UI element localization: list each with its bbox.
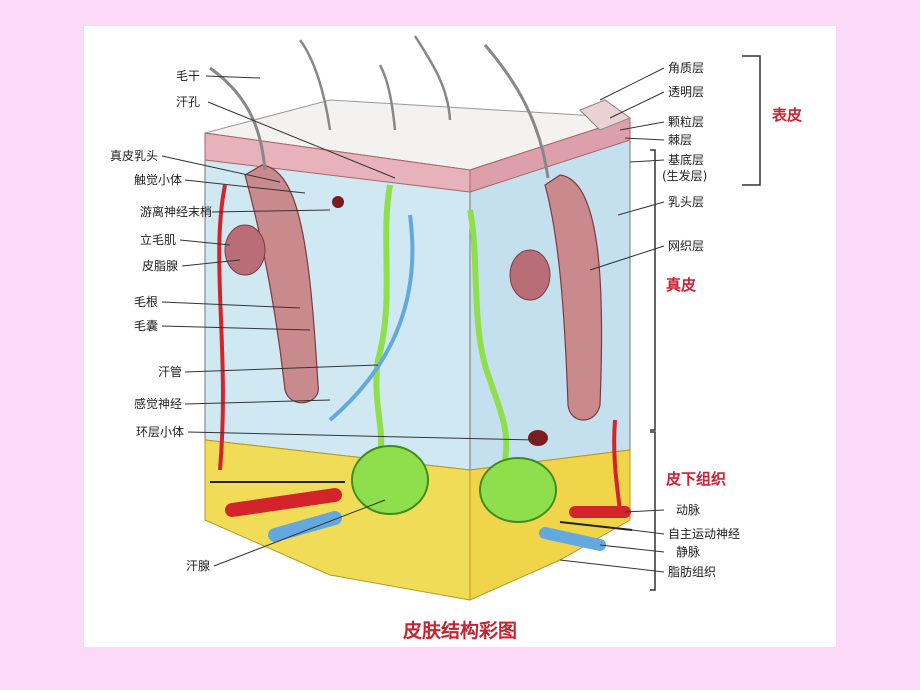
hair-shaft-1 [209,66,267,171]
group-label-dermis: 真皮 [666,276,696,294]
sweat-duct-left [373,184,393,456]
label-adipose-tissue: 脂肪组织 [668,564,716,579]
pacinian-corpuscle [528,430,548,446]
label-meissner-corpuscle: 触觉小体 [134,173,182,187]
label-stratum-basale: 基底层 [668,152,704,167]
hair-follicle-right [544,174,603,421]
stratum-corneum [579,99,632,131]
label-autonomic-nerve: 自主运动神经 [668,527,740,541]
group-label-hypodermis: 皮下组织 [666,470,726,488]
pacinian-corpuscle-2 [332,196,344,208]
artery-branch-left [217,184,227,471]
label-sensory-nerve: 感觉神经 [134,396,182,411]
label-free-nerve-ending: 游离神经末梢 [140,204,212,219]
label-sebaceous-gland: 皮脂腺 [142,258,178,273]
label-hair-follicle: 毛囊 [134,318,158,333]
artery-branch-right [612,419,622,513]
label-sweat-duct: 汗管 [158,364,182,379]
hair-shaft-3 [378,64,397,131]
label-stratum-granulosum: 颗粒层 [668,114,704,129]
label-vein: 静脉 [676,544,700,559]
label-germinative-layer: (生发层) [662,168,707,183]
label-sweat-pore: 汗孔 [176,95,200,109]
epidermis-side [469,117,631,193]
epidermis-bracket [742,55,761,186]
label-pacinian-corpuscle: 环层小体 [136,425,184,439]
label-stratum-corneum: 角质层 [668,61,704,75]
sweat-gland-left [351,445,429,515]
vein-branch [328,214,415,422]
label-hair-shaft: 毛干 [176,69,200,83]
vein-right [539,527,606,551]
hypodermis-bracket [650,431,656,591]
left-leader-lines [161,75,536,567]
hair-shaft-4 [413,35,452,121]
label-stratum-spinosum: 棘层 [668,133,692,147]
figure-caption: 皮肤结构彩图 [403,619,517,642]
right-leader-lines [559,67,665,573]
label-hair-root: 毛根 [134,295,158,309]
dermis-bracket [650,149,656,431]
label-stratum-lucidum: 透明层 [668,85,704,99]
hair-shaft-5 [483,44,550,179]
label-sweat-gland: 汗腺 [186,559,210,573]
sweat-gland-right [479,457,557,523]
label-papillary-layer: 乳头层 [668,195,704,209]
vein-left [268,511,342,542]
label-arrector-pili: 立毛肌 [140,232,176,247]
artery-left [225,488,342,517]
autonomic-nerve-right [559,521,633,531]
label-reticular-layer: 网织层 [668,239,704,253]
hair-shaft-2 [298,39,332,131]
label-dermal-papilla: 真皮乳头 [110,149,158,163]
label-artery: 动脉 [676,502,700,517]
sebaceous-gland-right [509,249,551,301]
sebaceous-gland-left [224,224,266,276]
sweat-duct-right [467,209,510,461]
group-label-epidermis: 表皮 [772,106,802,124]
